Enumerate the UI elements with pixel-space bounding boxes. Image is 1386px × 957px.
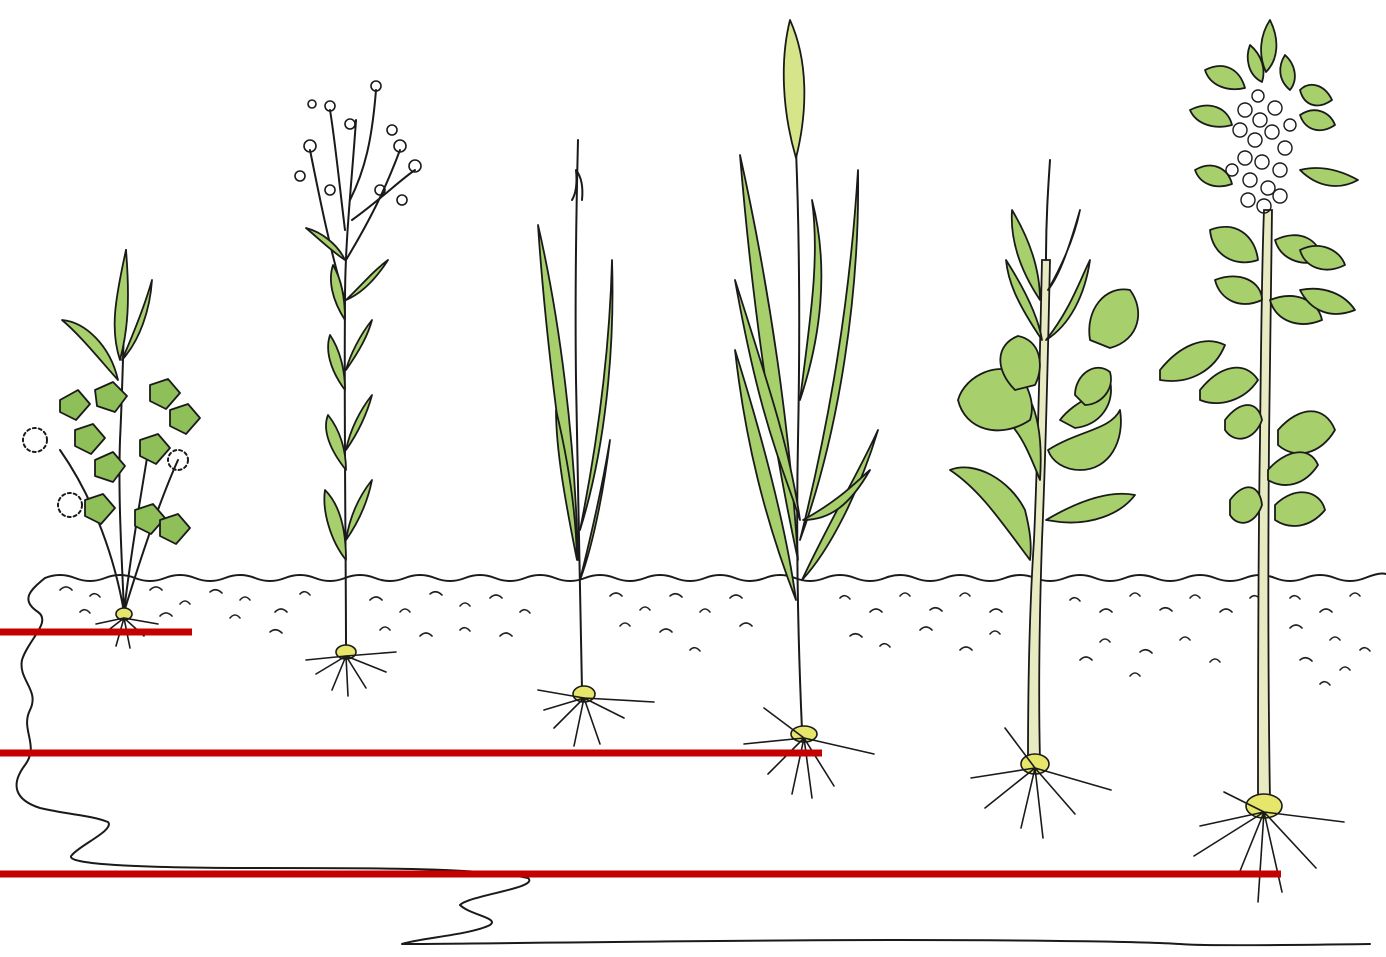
depth-lines xyxy=(0,632,1281,874)
plant-shepherds-purse xyxy=(295,81,421,696)
plant-clover xyxy=(23,250,200,648)
soil-profile-edge xyxy=(17,578,1370,945)
plant-pigweed xyxy=(1160,20,1358,902)
soil-surface-line xyxy=(45,574,1386,582)
plant-grass xyxy=(538,140,654,746)
plant-lambsquarters xyxy=(950,160,1138,838)
plant-foxtail xyxy=(735,20,878,798)
soil-texture xyxy=(60,587,1370,685)
